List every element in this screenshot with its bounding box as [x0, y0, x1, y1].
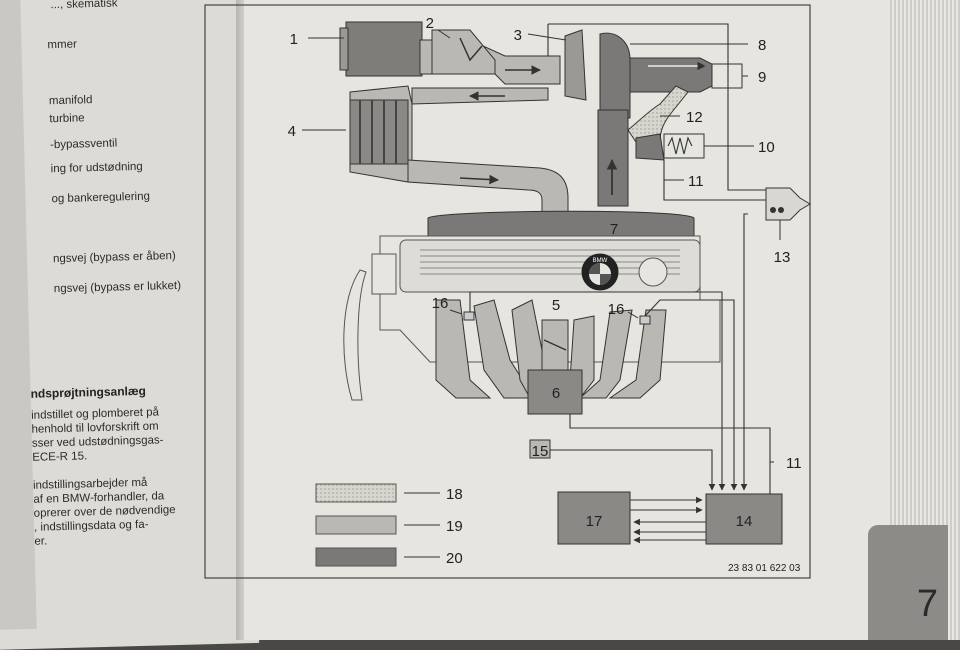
- callout-14: 14: [736, 513, 753, 530]
- figure-code: 23 83 01 622 03: [728, 563, 801, 574]
- electronics-box: [557, 491, 631, 545]
- sensor-box-15: [529, 439, 551, 459]
- callout-12: 12: [686, 109, 703, 126]
- fan-blade: [343, 269, 367, 401]
- callout-4: 4: [288, 123, 296, 140]
- callout-13: 13: [774, 249, 791, 266]
- oil-cap: [638, 257, 668, 287]
- legend-swatch-18: [315, 483, 397, 503]
- bmw-logo: BMW: [581, 253, 619, 291]
- callout-6: 6: [552, 385, 560, 402]
- air-flow-meter: [431, 29, 496, 75]
- callout-7: 7: [610, 221, 618, 238]
- bmw-logo-text: BMW: [593, 258, 608, 264]
- callout-11-second: 11: [786, 455, 802, 472]
- callout-3: 3: [514, 27, 522, 44]
- wastegate-valve: [635, 133, 705, 161]
- legend-swatch-20: [315, 547, 397, 567]
- legend-label-19: 19: [446, 518, 463, 535]
- callout-5: 5: [552, 297, 560, 314]
- figure-frame: [204, 4, 811, 579]
- legend-label-18: 18: [446, 486, 463, 503]
- engine-block: [343, 235, 721, 401]
- callout-10: 10: [758, 139, 775, 156]
- chapter-number: 7: [916, 583, 938, 625]
- chapter-tab: 7: [868, 525, 948, 640]
- legend-swatch-19: [315, 515, 397, 535]
- flow-arrow-intercooler: [459, 174, 499, 185]
- callout-8: 8: [758, 37, 766, 54]
- callout-11: 11: [688, 173, 704, 190]
- callout-9: 9: [758, 69, 766, 86]
- legend: 18 19 20: [315, 483, 463, 567]
- callout-15: 15: [532, 443, 549, 460]
- air-plenum: [527, 369, 583, 415]
- knock-sensor-left: [463, 311, 475, 321]
- exhaust-outlet: [629, 57, 713, 93]
- control-unit-box: [705, 493, 783, 545]
- callout-16-second: 16: [608, 301, 625, 318]
- intake-manifold: [435, 299, 667, 399]
- legend-label-20: 20: [446, 550, 463, 567]
- callout-1: 1: [290, 31, 298, 48]
- throttle-valve: [543, 339, 567, 351]
- pressure-regulator: [765, 187, 811, 221]
- signal-lines: [469, 23, 771, 544]
- knock-sensor-right: [639, 315, 651, 325]
- turbocharger: [564, 29, 631, 119]
- throttle-housing: [541, 319, 569, 373]
- exhaust-riser: [597, 109, 629, 207]
- callout-2: 2: [426, 15, 434, 32]
- callout-16: 16: [432, 295, 449, 312]
- exhaust-pipe-end: [711, 63, 743, 89]
- callout-leaders: [302, 29, 781, 463]
- air-filter: [339, 21, 423, 77]
- intercooler: [349, 85, 413, 183]
- callout-17: 17: [586, 513, 603, 530]
